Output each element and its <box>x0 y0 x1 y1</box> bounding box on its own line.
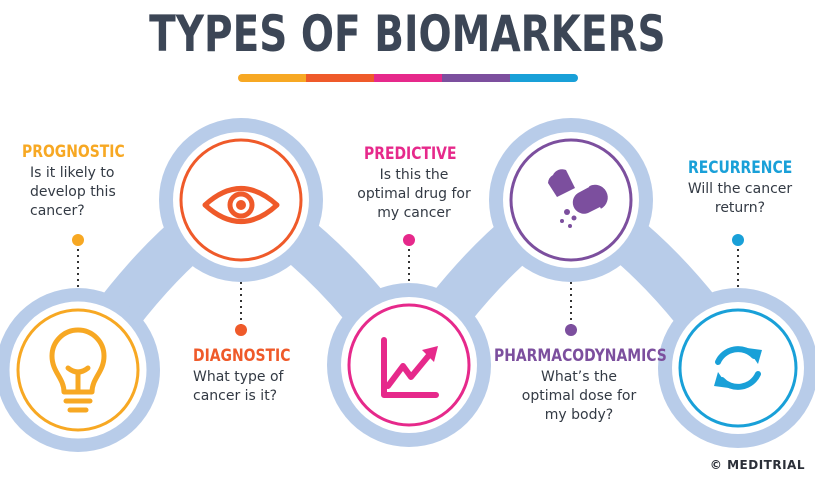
accent-bar-segment <box>306 74 374 82</box>
node-circle-predictive <box>347 303 471 427</box>
page-title: TYPES OF BIOMARKERS <box>149 5 666 63</box>
biomarker-name: RECURRENCE <box>688 158 793 178</box>
biomarker-name: PHARMACODYNAMICS <box>494 346 667 366</box>
biomarker-card-prognostic: PROGNOSTIC Is it likely to develop this … <box>22 142 172 221</box>
eye-icon <box>202 186 280 224</box>
accent-bar-segment <box>374 74 442 82</box>
trend-chart-icon <box>381 337 439 398</box>
leader-dot-pharmacodynamics <box>565 324 577 336</box>
biomarker-question: Is it likely to develop this cancer? <box>30 165 116 219</box>
capsule-icon <box>548 169 608 228</box>
leader-dot-diagnostic <box>235 324 247 336</box>
biomarker-card-recurrence: RECURRENCE Will the cancer return? <box>680 158 800 218</box>
biomarker-question: Will the cancer return? <box>687 181 793 216</box>
biomarker-question: What’s the optimal dose for my body? <box>521 369 637 423</box>
biomarker-question: What type of cancer is it? <box>193 369 284 404</box>
lightbulb-icon <box>49 327 107 413</box>
copyright-footer: © MEDITRIAL <box>709 458 805 472</box>
leader-dot-recurrence <box>732 234 744 246</box>
biomarker-card-pharmacodynamics: PHARMACODYNAMICS What’s the optimal dose… <box>494 346 667 425</box>
biomarker-name: PREDICTIVE <box>364 144 457 164</box>
accent-bar-segment <box>510 74 578 82</box>
accent-bar-segment <box>238 74 306 82</box>
biomarker-name: PROGNOSTIC <box>22 142 125 162</box>
accent-bar-segment <box>442 74 510 82</box>
node-circle-pharmacodynamics <box>509 138 633 262</box>
biomarker-question: Is this the optimal drug for my cancer <box>357 167 471 221</box>
biomarker-name: DIAGNOSTIC <box>193 346 291 366</box>
node-circle-recurrence <box>678 308 798 428</box>
biomarker-card-predictive: PREDICTIVE Is this the optimal drug for … <box>344 144 484 223</box>
biomarker-card-diagnostic: DIAGNOSTIC What type of cancer is it? <box>193 346 313 406</box>
leader-dot-prognostic <box>72 234 84 246</box>
refresh-cycle-icon <box>715 346 761 390</box>
leader-dot-predictive <box>403 234 415 246</box>
